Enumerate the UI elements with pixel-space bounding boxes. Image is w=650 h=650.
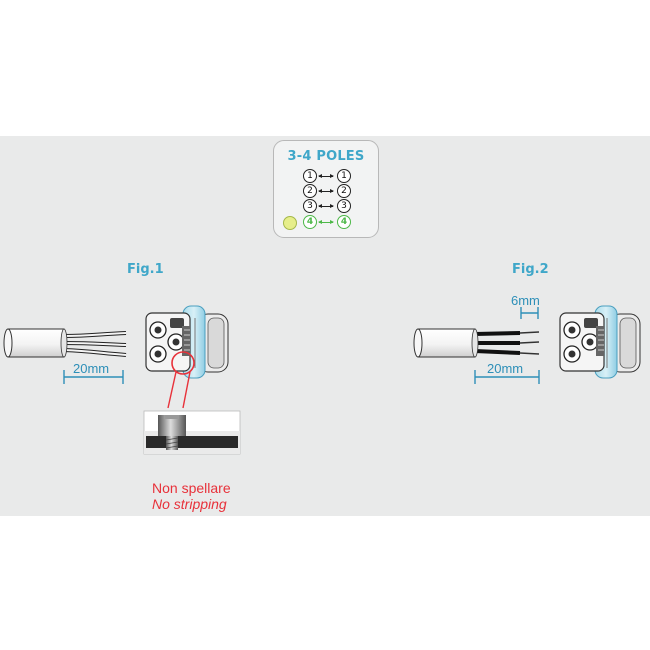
fig2-label: Fig.2 bbox=[512, 262, 549, 277]
pole-right-1: 1 bbox=[337, 169, 351, 183]
fig1-strip-length: 20mm bbox=[73, 361, 110, 376]
fig1-connector bbox=[145, 305, 229, 379]
pole-left-1: 1 bbox=[303, 169, 317, 183]
fig2-dimension-line bbox=[474, 370, 540, 384]
pole-right-3: 3 bbox=[337, 199, 351, 213]
fig1-label: Fig.1 bbox=[127, 262, 164, 277]
fig1-cable bbox=[3, 328, 127, 358]
pole-left-3: 3 bbox=[303, 199, 317, 213]
fig2-cable bbox=[413, 328, 540, 358]
earth-dot-icon bbox=[283, 216, 297, 230]
fig2-connector bbox=[559, 305, 641, 379]
fig2-core-strip-length: 6mm bbox=[511, 293, 540, 308]
pole-arrow-1 bbox=[318, 174, 334, 178]
fig2-strip-length: 20mm bbox=[487, 361, 524, 376]
fig1-dimension-line bbox=[63, 370, 124, 384]
zoom-callout bbox=[167, 351, 195, 409]
pole-left-4: 4 bbox=[303, 215, 317, 229]
poles-title: 3-4 POLES bbox=[287, 149, 365, 164]
pole-right-4: 4 bbox=[337, 215, 351, 229]
warning-italian: Non spellare bbox=[152, 480, 231, 496]
pole-arrow-2 bbox=[318, 189, 334, 193]
pole-right-2: 2 bbox=[337, 184, 351, 198]
warning-english: No stripping bbox=[152, 496, 227, 512]
pole-row-4: 4 4 bbox=[274, 215, 378, 231]
pole-left-2: 2 bbox=[303, 184, 317, 198]
fig2-core-dimension-line bbox=[520, 307, 539, 319]
pole-arrow-4 bbox=[318, 220, 334, 224]
pole-row-1: 1 1 bbox=[274, 169, 378, 185]
screw-detail bbox=[143, 410, 241, 455]
poles-legend: 3-4 POLES 1 1 2 2 3 3 4 4 bbox=[273, 140, 379, 238]
pole-row-2: 2 2 bbox=[274, 184, 378, 200]
pole-arrow-3 bbox=[318, 204, 334, 208]
pole-row-3: 3 3 bbox=[274, 199, 378, 215]
